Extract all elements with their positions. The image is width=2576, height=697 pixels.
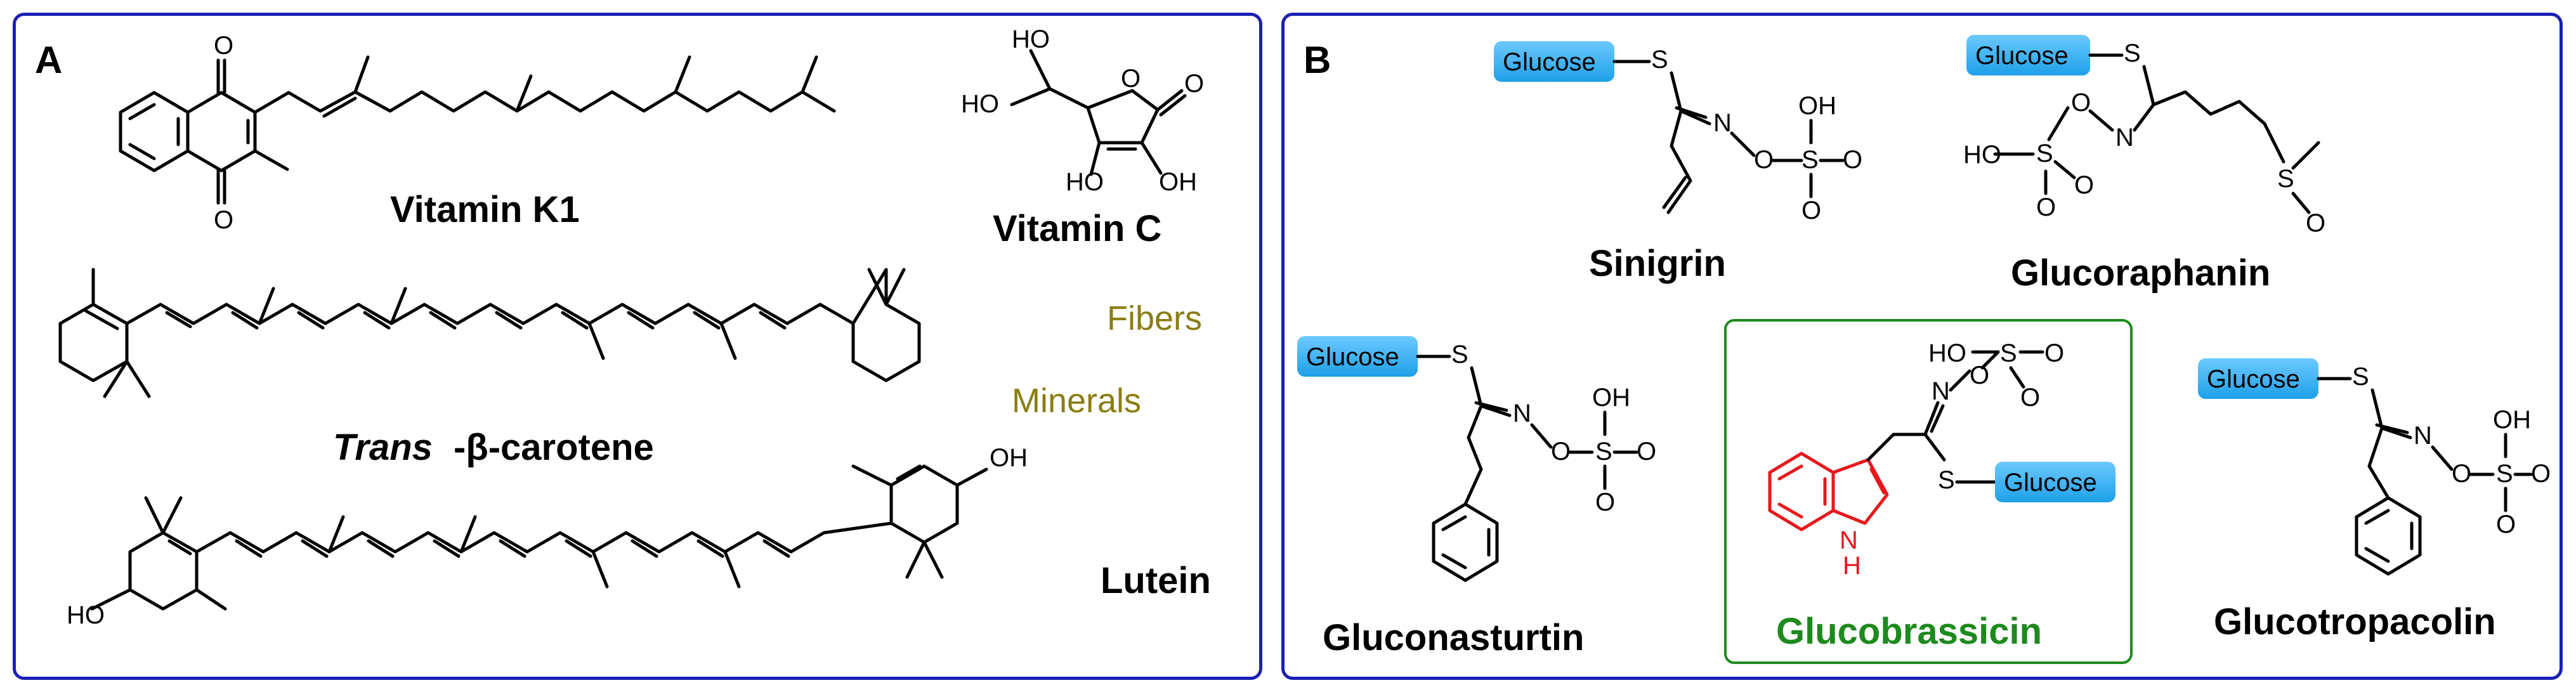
glucoraphanin-structure: Glucose S N O S HO O O S O <box>1963 35 2325 237</box>
gluconasturtin-name: Gluconasturtin <box>1323 617 1584 658</box>
vitc-hydroxyl-1: HO <box>1012 25 1050 53</box>
gluconasturtin-sulfonyl-o1: O <box>1637 438 1656 466</box>
glucotropaeolin-sulfur: S <box>2352 363 2369 391</box>
glucotropaeolin-glucose-label: Glucose <box>2207 365 2300 393</box>
fibers-label: Fibers <box>1107 299 1202 337</box>
vitc-hydroxyl-4: OH <box>1159 168 1197 196</box>
sinigrin-hydroxyl: OH <box>1798 92 1836 120</box>
glucoraphanin-sulfoxide-o: O <box>2306 209 2325 237</box>
minerals-label: Minerals <box>1012 382 1141 420</box>
glucobrassicin-sulfonyl-s: S <box>2000 339 2017 367</box>
glucobrassicin-hydroxyl: HO <box>1928 339 1966 367</box>
sinigrin-glucose-label: Glucose <box>1503 48 1596 76</box>
lutein-hydroxyl-right: OH <box>990 444 1028 472</box>
lutein-name: Lutein <box>1101 560 1211 601</box>
glucoraphanin-hydroxyl: HO <box>1963 141 2001 169</box>
glucobrassicin-nitrogen: N <box>1932 377 1950 405</box>
panel-a: A O O Vitamin K1 O O HO HO HO OH Vitamin… <box>13 13 1262 680</box>
sinigrin-sulfonyl-o2: O <box>1801 197 1821 225</box>
vitc-hydroxyl-3: HO <box>1066 168 1104 196</box>
gluconasturtin-sulfonyl-o2: O <box>1595 488 1615 516</box>
glucobrassicin-sulfonyl-o2: O <box>2020 384 2040 412</box>
gluconasturtin-sulfur: S <box>1451 341 1468 368</box>
glucotropaeolin-sulfonyl-s: S <box>2496 460 2513 488</box>
glucoraphanin-oxygen: O <box>2071 89 2091 117</box>
gluconasturtin-glucose-box <box>1297 336 1418 377</box>
glucobrassicin-indole-n: N <box>1840 526 1858 554</box>
gluconasturtin-hydroxyl: OH <box>1592 384 1630 412</box>
sinigrin-nitrogen: N <box>1713 109 1732 137</box>
sinigrin-sulfonyl-o1: O <box>1843 146 1862 174</box>
glucotropaeolin-name: Glucotropacolin <box>2214 601 2496 642</box>
gluconasturtin-oxygen: O <box>1551 438 1571 466</box>
sinigrin-oxygen: O <box>1754 146 1774 174</box>
vitc-ring-oxygen: O <box>1121 65 1141 93</box>
glucoraphanin-sulfoxide-s: S <box>2277 165 2294 193</box>
sinigrin-glucose-box <box>1494 41 1614 82</box>
k1-oxygen-bottom: O <box>214 206 233 234</box>
beta-carotene-name-rest: -β-carotene <box>454 427 654 468</box>
gluconasturtin-nitrogen: N <box>1513 400 1531 427</box>
vitamin-c-structure: O O HO HO HO OH <box>961 25 1204 196</box>
panel-a-drawing: A O O Vitamin K1 O O HO HO HO OH Vitamin… <box>35 25 1211 629</box>
gluconasturtin-sulfonyl-s: S <box>1595 438 1612 466</box>
glucoraphanin-name: Glucoraphanin <box>2011 252 2270 294</box>
glucobrassicin-glucose-box <box>1995 462 2115 502</box>
beta-carotene-name-italic: Trans <box>333 427 433 468</box>
glucobrassicin-indole-h: H <box>1843 552 1861 580</box>
lutein-hydroxyl-left: HO <box>67 601 105 629</box>
glucoraphanin-glucose-box <box>1966 35 2090 75</box>
glucoraphanin-sulfonyl-o2: O <box>2074 171 2094 199</box>
glucotropaeolin-hydroxyl: OH <box>2493 406 2531 434</box>
sinigrin-sulfur: S <box>1651 46 1668 74</box>
panel-a-letter: A <box>35 39 62 81</box>
panel-b-drawing: B Glucose S N O S OH O O Sinigrin Glucos… <box>1297 35 2551 664</box>
glucobrassicin-sulfonyl-o1: O <box>2044 339 2064 367</box>
sinigrin-structure: Glucose S N O S OH O O <box>1494 41 1862 225</box>
vitamin-c-name: Vitamin C <box>993 208 1161 249</box>
gluconasturtin-glucose-label: Glucose <box>1306 343 1399 371</box>
sinigrin-sulfonyl-s: S <box>1801 146 1819 174</box>
glucotropaeolin-oxygen: O <box>2452 460 2471 488</box>
glucobrassicin-glucose-label: Glucose <box>2004 469 2097 497</box>
k1-oxygen-top: O <box>214 32 233 60</box>
lutein-structure <box>90 464 988 611</box>
glucotropaeolin-structure: Glucose S N O S OH O O <box>2198 358 2551 576</box>
glucotropaeolin-nitrogen: N <box>2414 422 2432 450</box>
glucoraphanin-sulfur: S <box>2124 39 2141 67</box>
glucotropaeolin-sulfonyl-o2: O <box>2496 511 2516 538</box>
beta-carotene-structure <box>58 268 921 398</box>
vitc-hydroxyl-2: HO <box>961 90 999 118</box>
panel-b-letter: B <box>1304 39 1331 81</box>
glucoraphanin-sulfonyl-s: S <box>2036 140 2053 167</box>
glucoraphanin-sulfonyl-o1: O <box>2036 193 2056 221</box>
glucobrassicin-name: Glucobrassicin <box>1776 611 2042 652</box>
sinigrin-name: Sinigrin <box>1589 243 1726 284</box>
panel-b: B Glucose S N O S OH O O Sinigrin Glucos… <box>1281 13 2563 680</box>
gluconasturtin-structure: Glucose S N O S OH O O <box>1297 336 1656 582</box>
vitc-carbonyl-oxygen: O <box>1184 70 1204 98</box>
vitamin-k1-structure: O O <box>119 32 836 234</box>
glucoraphanin-glucose-label: Glucose <box>1975 42 2069 70</box>
vitamin-k1-name: Vitamin K1 <box>390 189 580 230</box>
glucobrassicin-sulfur: S <box>1938 466 1955 494</box>
glucobrassicin-structure: N H N O S HO O O S Glucose <box>1768 339 2115 580</box>
glucotropaeolin-glucose-box <box>2198 358 2318 399</box>
glucotropaeolin-sulfonyl-o1: O <box>2531 460 2551 488</box>
glucoraphanin-nitrogen: N <box>2115 124 2134 152</box>
glucobrassicin-highlight-box <box>1724 319 2133 664</box>
